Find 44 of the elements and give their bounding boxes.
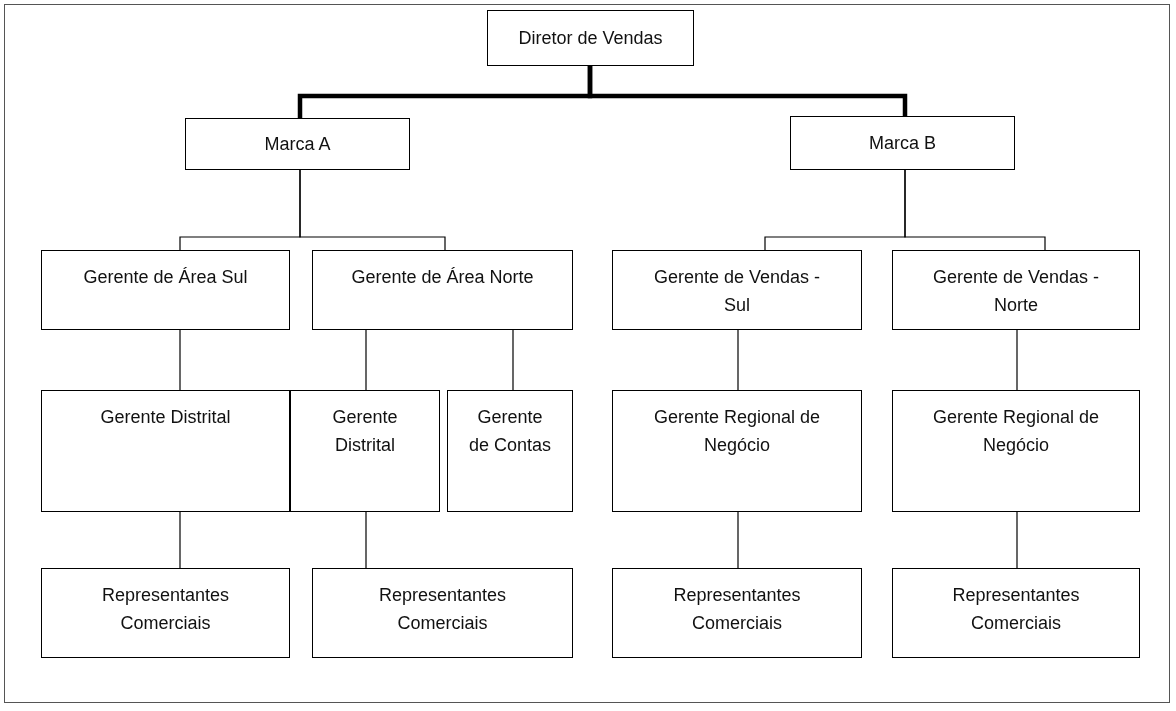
role-title: Gerente de Área Norte	[351, 266, 534, 289]
role-title: Gerente de Vendas - Norte	[931, 266, 1101, 317]
role-box	[892, 568, 1140, 658]
connector-line	[737, 329, 739, 391]
role-title: Marca B	[869, 132, 936, 155]
role-title: Gerente Regional de Negócio	[652, 406, 822, 457]
role-title: Gerente de Área Sul	[83, 266, 248, 289]
role-box	[41, 568, 290, 658]
connector-line	[299, 169, 446, 251]
role-box	[447, 390, 573, 512]
connector-line	[1016, 511, 1018, 569]
role-title: Gerente Regional de Negócio	[931, 406, 1101, 457]
role-box	[41, 250, 290, 330]
role-box	[290, 390, 440, 512]
role-box	[892, 390, 1140, 512]
role-title: Diretor de Vendas	[518, 27, 663, 50]
role-title: Gerente Distrital	[100, 406, 231, 429]
role-box	[612, 390, 862, 512]
connector-line	[179, 329, 181, 391]
role-title: Representantes Comerciais	[951, 584, 1081, 635]
role-title: Gerente Distrital	[331, 406, 399, 457]
role-title: Representantes Comerciais	[377, 584, 508, 635]
role-box	[312, 250, 573, 330]
role-box	[41, 390, 290, 512]
connector-line	[365, 511, 367, 569]
connector-line	[1016, 329, 1018, 391]
role-box	[892, 250, 1140, 330]
role-box	[612, 250, 862, 330]
role-box	[185, 118, 410, 170]
connector-line	[904, 169, 1046, 251]
role-box	[312, 568, 573, 658]
connector-line	[512, 329, 514, 391]
connector-line	[587, 66, 908, 116]
role-title: Marca A	[264, 133, 331, 156]
role-box	[612, 568, 862, 658]
role-title: Gerente de Contas	[467, 406, 553, 457]
role-title: Gerente de Vendas - Sul	[652, 266, 822, 317]
connector-line	[179, 511, 181, 569]
role-box	[790, 116, 1015, 170]
connector-line	[737, 511, 739, 569]
role-title: Representantes Comerciais	[100, 584, 231, 635]
connector-line	[365, 329, 367, 391]
role-box	[487, 10, 694, 66]
role-title: Representantes Comerciais	[672, 584, 802, 635]
